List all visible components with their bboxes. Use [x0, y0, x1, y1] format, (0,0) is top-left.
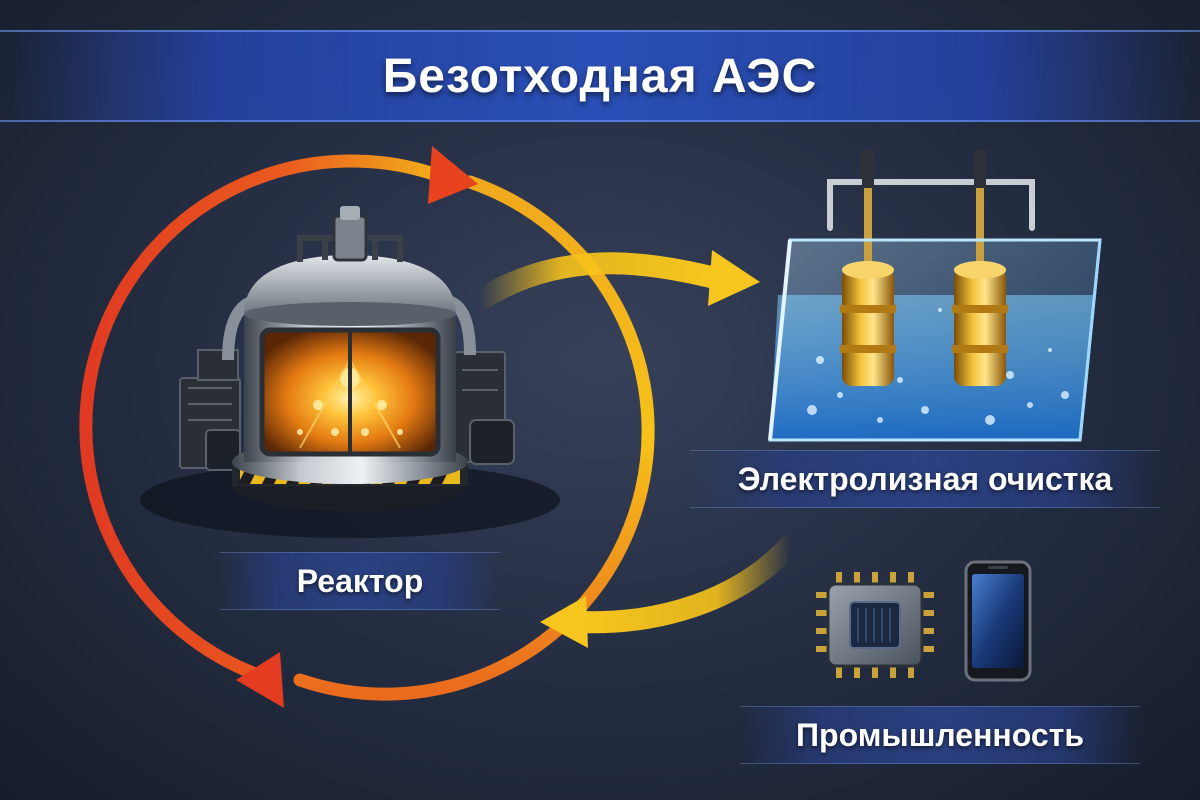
- electrode-left: [840, 150, 896, 386]
- bubbles: [807, 303, 1069, 425]
- cycle-arc-right: [293, 175, 655, 701]
- flow-arrow-to-electrolysis: [469, 250, 760, 311]
- cycle-arrowhead-bottom: [236, 652, 284, 708]
- cycle-arc-left: [79, 154, 452, 682]
- cycle-arrowhead-top: [428, 146, 478, 204]
- industry-label: Промышленность: [796, 716, 1084, 753]
- microchip-icon: [816, 572, 934, 678]
- smartphone-icon: [964, 560, 1032, 682]
- flow-arrow-to-reactor: [540, 534, 801, 648]
- electrolysis-label-plate: Электролизная очистка: [690, 450, 1160, 508]
- reactor-label: Реактор: [296, 562, 424, 599]
- industry-label-plate: Промышленность: [740, 706, 1140, 764]
- reactor-label-plate: Реактор: [220, 552, 500, 610]
- recycling-cycle-arrows: [79, 146, 655, 708]
- title-banner: Безотходная АЭС: [0, 30, 1200, 122]
- electrode-right: [952, 150, 1008, 386]
- electrolysis-label: Электролизная очистка: [737, 460, 1113, 497]
- page-title: Безотходная АЭС: [382, 49, 818, 103]
- reactor-icon: [140, 206, 560, 538]
- electrolysis-tank-icon: [768, 150, 1102, 442]
